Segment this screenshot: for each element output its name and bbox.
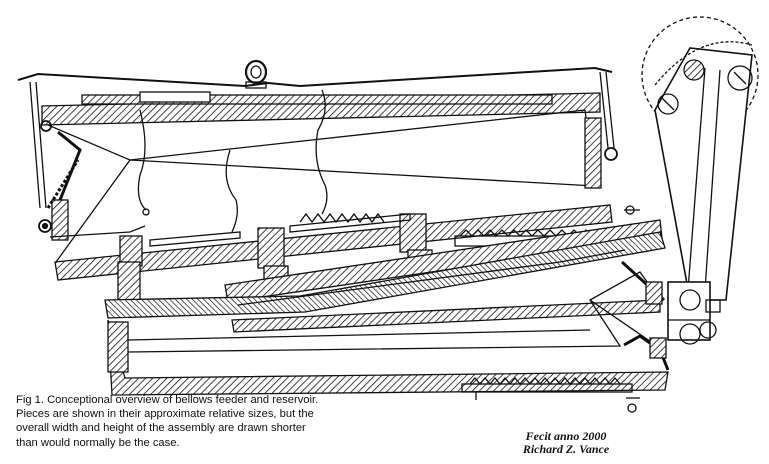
author-signature: Fecit anno 2000 Richard Z. Vance [496, 430, 636, 456]
reservoir-left-post [29, 81, 47, 209]
spring-line-2 [225, 149, 238, 233]
feeder-bellows [104, 219, 670, 413]
crank-linkage [641, 16, 759, 345]
signature-line-1: Fecit anno 2000 [525, 429, 607, 443]
caption-line-4: than would normally be the case. [16, 436, 180, 449]
lifting-ring-icon [244, 59, 268, 89]
reservoir-left-rib [57, 130, 82, 201]
reservoir [17, 59, 618, 281]
crank-pivot-top-icon [683, 59, 705, 81]
caption-line-3: overall width and height of the assembly… [16, 422, 306, 435]
crank-circle-dashed [641, 16, 759, 134]
reservoir-right-post [599, 71, 615, 149]
spring-line-1 [137, 109, 147, 211]
signature-line-2: Richard Z. Vance [522, 442, 610, 456]
caption-line-2: Pieces are shown in their approximate re… [16, 408, 314, 421]
crank-pivot-right-icon [727, 65, 753, 91]
figure-caption: Fig 1. Conceptional overview of bellows … [16, 393, 366, 450]
reservoir-top-plate [81, 94, 553, 105]
caption-line-1: Fig 1. Conceptional overview of bellows … [16, 394, 319, 406]
feeder-fold-upper [237, 249, 626, 306]
feeder-middle-board [104, 231, 666, 319]
reservoir-bellows-fold-bottom [55, 159, 596, 263]
crank-pivot-left-icon [657, 93, 679, 115]
feeder-inner-board [231, 299, 661, 333]
linkage-arm [654, 47, 753, 301]
reservoir-top-strap [17, 66, 613, 88]
linkage-block [667, 281, 711, 341]
spring-line-3 [315, 89, 328, 215]
